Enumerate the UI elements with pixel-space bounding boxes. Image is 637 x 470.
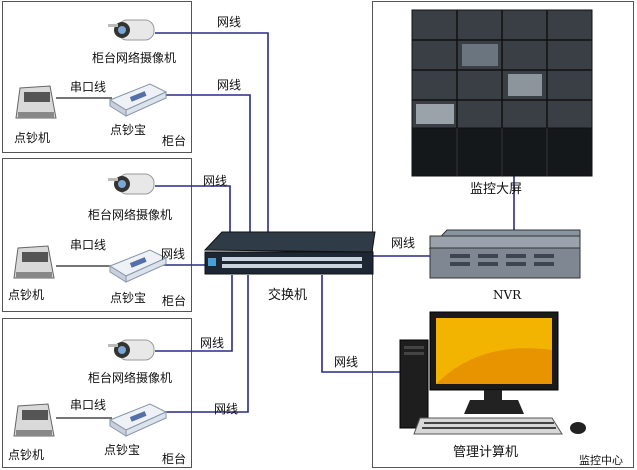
link-camera-3 — [155, 275, 233, 352]
switch-icon — [203, 231, 376, 275]
bill-counter-icon-2 — [13, 245, 55, 279]
link-counter-box-1 — [163, 94, 251, 232]
counter-box-icon-2 — [108, 249, 168, 283]
video-wall-label: 监控大屏 — [470, 182, 523, 197]
net-line-label-8: 网线 — [334, 355, 359, 369]
counter-panel-3 — [2, 318, 192, 468]
nvr-label: NVR — [493, 288, 522, 302]
net-line-label-3: 网线 — [203, 174, 228, 188]
link-computer — [321, 275, 400, 373]
counter-box-label-2: 点钞宝 — [110, 291, 147, 305]
bill-counter-label-2: 点钞机 — [8, 288, 45, 302]
link-camera-2 — [155, 185, 231, 232]
camera-icon-1 — [108, 19, 155, 41]
camera-label-3: 柜台网络摄像机 — [88, 371, 173, 385]
serial-links — [56, 97, 112, 419]
serial-line-label-1: 串口线 — [70, 80, 107, 94]
monitoring-center-label: 监控中心 — [579, 454, 623, 467]
counter-panel-1 — [2, 1, 192, 153]
video-wall-icon — [411, 9, 593, 177]
serial-line-label-3: 串口线 — [70, 398, 107, 412]
link-camera-1 — [155, 32, 269, 232]
net-line-label-4: 网线 — [161, 247, 186, 261]
counter-box-label-1: 点钞宝 — [110, 123, 147, 137]
camera-icon-3 — [108, 339, 155, 361]
network-links — [155, 32, 515, 413]
bill-counter-icon-3 — [13, 403, 55, 437]
bill-counter-label-3: 点钞机 — [8, 448, 45, 462]
counter-box-icon-3 — [108, 403, 168, 437]
counter-box-label-3: 点钞宝 — [104, 443, 141, 457]
counter-label-1: 柜台 — [162, 134, 187, 148]
camera-label-1: 柜台网络摄像机 — [92, 51, 177, 65]
serial-line-label-2: 串口线 — [70, 238, 107, 252]
net-line-label-2: 网线 — [217, 78, 242, 92]
camera-icon-2 — [108, 173, 155, 195]
switch-label: 交换机 — [268, 288, 308, 303]
net-line-label-1: 网线 — [217, 15, 242, 29]
link-counter-box-3 — [163, 275, 249, 413]
bill-counter-label-1: 点钞机 — [14, 131, 51, 145]
nvr-icon — [428, 229, 581, 279]
counter-panel-2 — [2, 158, 192, 312]
counter-label-2: 柜台 — [162, 294, 187, 308]
counter-label-3: 柜台 — [162, 452, 187, 466]
computer-label: 管理计算机 — [453, 445, 519, 460]
camera-label-2: 柜台网络摄像机 — [88, 208, 173, 222]
counter-box-icon-1 — [108, 83, 168, 117]
net-line-label-7: 网线 — [391, 236, 416, 250]
computer-icon — [399, 311, 586, 435]
net-line-label-5: 网线 — [200, 336, 225, 350]
bill-counter-icon-1 — [15, 85, 57, 119]
net-line-label-6: 网线 — [214, 402, 239, 416]
